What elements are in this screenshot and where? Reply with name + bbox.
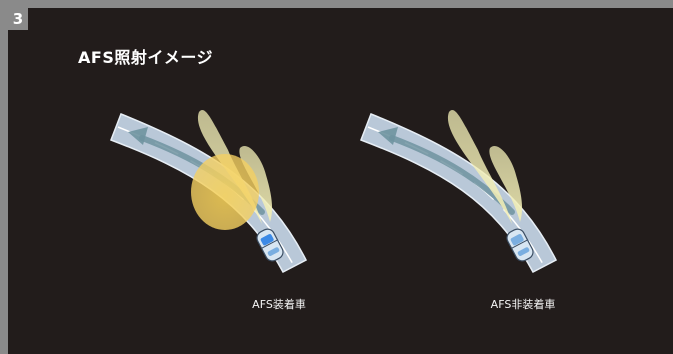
car-icon bbox=[256, 228, 284, 262]
curved-road bbox=[110, 113, 308, 274]
page-title: AFS照射イメージ bbox=[78, 48, 214, 67]
arrow-head bbox=[378, 127, 398, 145]
headlight-beam-right bbox=[489, 146, 523, 222]
car-icon bbox=[506, 228, 534, 262]
afs-non-equipped-diagram bbox=[360, 109, 558, 274]
afs-extended-beam bbox=[191, 154, 259, 230]
afs-equipped-caption: AFS装着車 bbox=[252, 298, 306, 311]
diagram-panel bbox=[8, 8, 673, 354]
arrow-head bbox=[128, 127, 148, 145]
section-number-badge: 3 bbox=[8, 8, 28, 30]
left-frame-bar bbox=[0, 0, 8, 354]
top-frame-bar bbox=[0, 0, 673, 8]
afs-equipped-diagram bbox=[110, 109, 308, 274]
afs-non-equipped-caption: AFS非装着車 bbox=[490, 298, 556, 311]
headlight-beam-left bbox=[447, 109, 512, 224]
curved-road bbox=[360, 113, 558, 274]
